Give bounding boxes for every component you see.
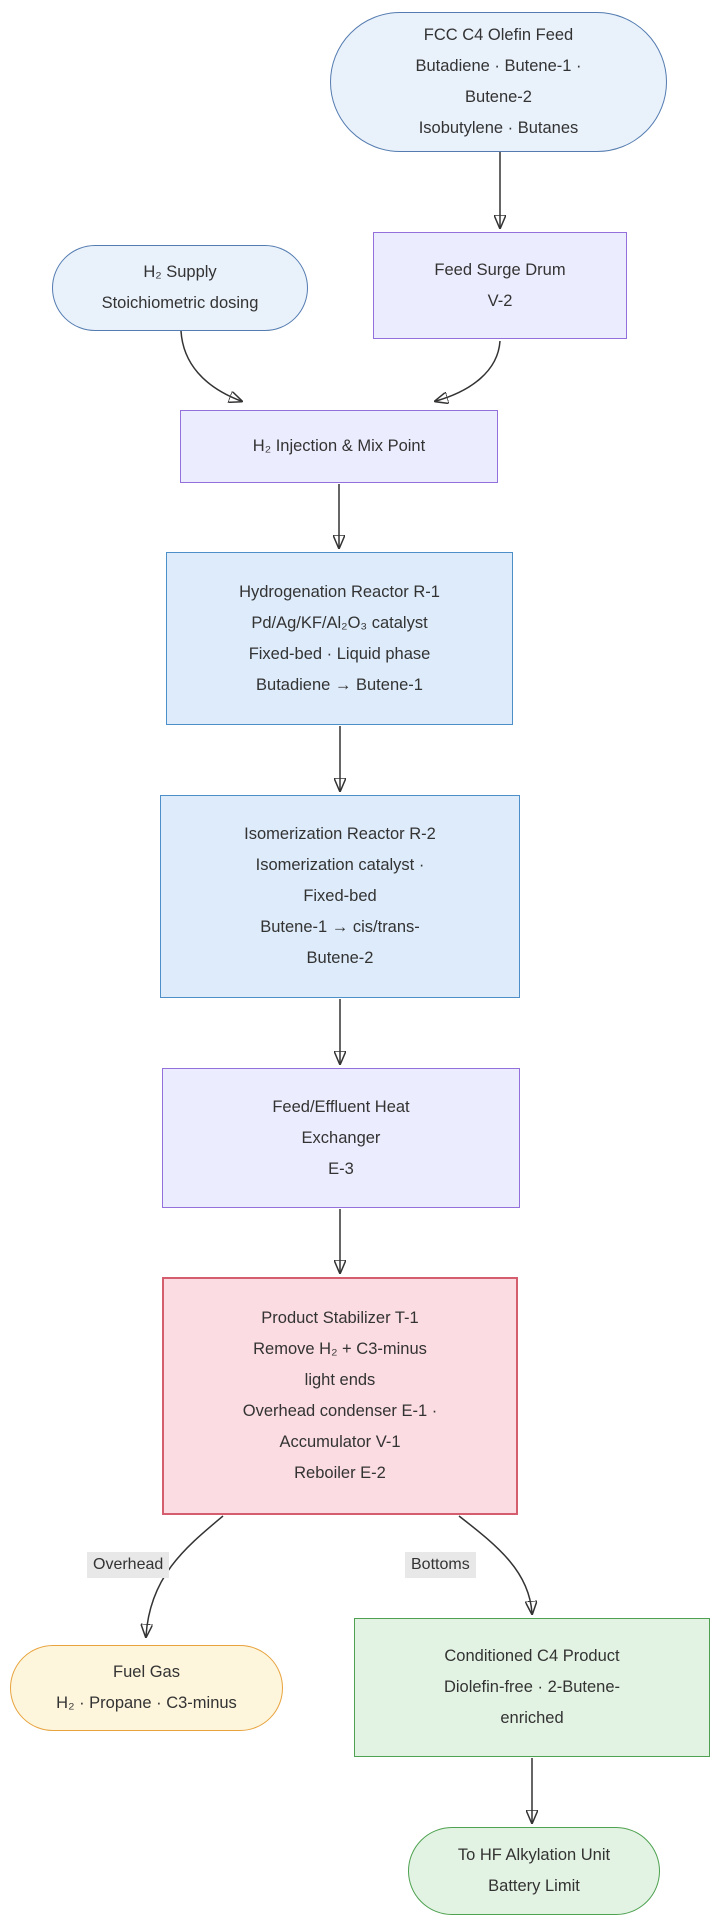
- node-h2-supply: H₂ Supply Stoichiometric dosing: [52, 245, 308, 331]
- node-hydrogenation-reactor-r1: Hydrogenation Reactor R-1 Pd/Ag/KF/Al₂O₃…: [166, 552, 513, 725]
- node-text-line: Conditioned C4 Product: [444, 1647, 620, 1665]
- edge-overhead-to-fuel-gas: [146, 1515, 224, 1636]
- node-text-line: Isomerization catalyst ·: [255, 856, 425, 874]
- node-text-line: Fixed-bed: [303, 887, 377, 905]
- node-fuel-gas: Fuel Gas H₂ · Propane · C3-minus: [10, 1645, 283, 1731]
- node-text-line: Reboiler E-2: [294, 1464, 386, 1482]
- node-hf-alkylation-battery-limit: To HF Alkylation Unit Battery Limit: [408, 1827, 660, 1915]
- node-text-line: Fixed-bed · Liquid phase: [248, 644, 431, 663]
- node-h2-injection-mix-point: H₂ Injection & Mix Point: [180, 410, 498, 483]
- node-text-line: Pd/Ag/KF/Al₂O₃ catalyst: [251, 613, 428, 632]
- node-text-line: Feed Surge Drum: [434, 260, 566, 279]
- edge-label-bottoms: Bottoms: [405, 1552, 476, 1578]
- node-text-line: Product Stabilizer T-1: [261, 1309, 419, 1327]
- node-text-line: Butene-2: [306, 949, 374, 967]
- node-text-line: Accumulator V-1: [279, 1433, 401, 1451]
- node-text-line: H₂ Supply: [143, 263, 217, 281]
- node-feed-surge-drum-v2: Feed Surge Drum V-2: [373, 232, 627, 339]
- node-text-line: Butene-1 → cis/trans-: [260, 918, 420, 936]
- node-text-line: V-2: [487, 291, 513, 310]
- edge-h2-supply-to-mix-point: [180, 330, 241, 401]
- node-text-line: H₂ Injection & Mix Point: [252, 437, 426, 455]
- node-text-line: Remove H₂ + C3-minus: [253, 1340, 427, 1358]
- node-text-line: FCC C4 Olefin Feed: [423, 26, 574, 44]
- node-text-line: Hydrogenation Reactor R-1: [239, 582, 440, 601]
- node-text-line: Isobutylene · Butanes: [418, 119, 579, 137]
- node-text-line: light ends: [304, 1371, 376, 1389]
- edge-label-overhead: Overhead: [87, 1552, 170, 1578]
- node-product-stabilizer-t1: Product Stabilizer T-1 Remove H₂ + C3-mi…: [162, 1277, 518, 1515]
- node-conditioned-c4-product: Conditioned C4 Product Diolefin-free · 2…: [354, 1618, 710, 1757]
- node-text-line: Isomerization Reactor R-2: [244, 825, 436, 843]
- node-text-line: Butene-2: [465, 88, 532, 106]
- node-text-line: Stoichiometric dosing: [101, 294, 259, 312]
- edge-bottoms-to-c4-product: [458, 1515, 532, 1613]
- node-text-line: Battery Limit: [488, 1877, 580, 1895]
- node-text-line: H₂ · Propane · C3-minus: [56, 1694, 237, 1712]
- node-text-line: Butadiene · Butene-1 ·: [415, 57, 582, 75]
- node-feed-effluent-exchanger-e3: Feed/Effluent Heat Exchanger E-3: [162, 1068, 520, 1208]
- node-text-line: To HF Alkylation Unit: [457, 1846, 611, 1864]
- node-text-line: Diolefin-free · 2-Butene-: [443, 1678, 621, 1696]
- node-fcc-c4-olefin-feed: FCC C4 Olefin Feed Butadiene · Butene-1 …: [330, 12, 667, 152]
- node-text-line: Overhead condenser E-1 ·: [242, 1402, 438, 1420]
- node-text-line: Butadiene → Butene-1: [256, 675, 423, 694]
- node-text-line: enriched: [500, 1709, 564, 1727]
- node-text-line: E-3: [328, 1159, 354, 1178]
- node-text-line: Exchanger: [301, 1128, 381, 1147]
- node-isomerization-reactor-r2: Isomerization Reactor R-2 Isomerization …: [160, 795, 520, 998]
- edge-surge-drum-to-mix-point: [436, 340, 501, 401]
- node-text-line: Fuel Gas: [113, 1663, 180, 1681]
- node-text-line: Feed/Effluent Heat: [272, 1097, 410, 1116]
